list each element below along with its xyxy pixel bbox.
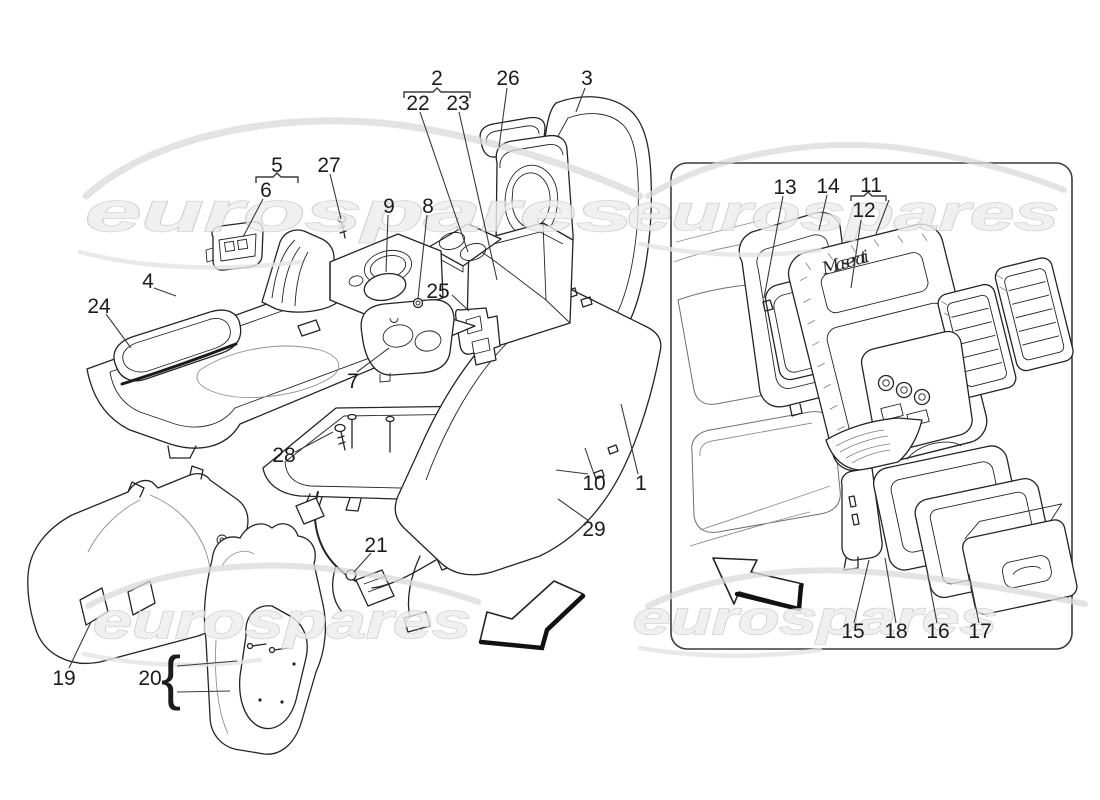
callout-18: 18: [884, 620, 907, 643]
disc-9: [363, 272, 407, 302]
part-bracket-15: [840, 467, 883, 571]
watermark-text-top-right: eurospares: [627, 185, 1059, 241]
armrest-pad-24: [113, 309, 242, 386]
part-cup-tray: [428, 223, 502, 273]
direction-arrow-main: [478, 580, 586, 651]
cupholder-7: [360, 299, 455, 383]
callout-12: 12: [852, 199, 875, 222]
callout-14: 14: [816, 175, 840, 198]
part-storage-bin: [454, 222, 574, 366]
watermark-layer: eurospares eurospares eurospares eurospa…: [77, 117, 1088, 668]
callout-5: 5: [271, 154, 283, 177]
callout-8: 8: [422, 195, 434, 218]
callout-1: 1: [635, 472, 647, 495]
gear-boot-5: [261, 229, 339, 313]
latch-25: [454, 307, 501, 366]
callout-6: 6: [260, 179, 272, 202]
callout-17: 17: [968, 620, 991, 643]
part-drawer-17: [962, 503, 1078, 615]
callout-29: 29: [582, 518, 605, 541]
callout-2: 2: [431, 67, 443, 90]
part-insulation-20: [203, 523, 357, 755]
callout-23: 23: [446, 92, 469, 115]
callout-19: 19: [52, 667, 75, 690]
callout-28: 28: [272, 444, 295, 467]
watermark-text-top-left: eurospares: [85, 180, 633, 243]
callout-24: 24: [87, 295, 111, 318]
part-console-body-1: [394, 283, 662, 633]
callout-11: 11: [860, 174, 882, 197]
callout-25: 25: [426, 280, 449, 303]
callout-3: 3: [581, 67, 593, 90]
part-wood-panel: [825, 417, 923, 471]
part-upper-console-cluster: [205, 215, 455, 383]
screw-28: [334, 423, 346, 451]
callout-15: 15: [841, 620, 864, 643]
callout-22: 22: [406, 92, 429, 115]
detail-box: Maserati: [670, 162, 1078, 650]
callout-7: 7: [347, 370, 359, 393]
callout-9: 9: [383, 195, 395, 218]
nut-8: [412, 297, 424, 309]
callout-4: 4: [142, 270, 154, 293]
callout-layer: { 1 2 3 4 5 6 7 8 9 10 11 12 13 14 15 16…: [52, 67, 991, 711]
callout-20-brace: {: [161, 644, 181, 711]
callout-27: 27: [317, 154, 340, 177]
screw-27: [337, 215, 347, 239]
callout-26: 26: [496, 67, 519, 90]
switch-plate-6: [205, 221, 264, 271]
callout-13: 13: [773, 176, 796, 199]
callout-20: 20: [138, 667, 161, 690]
callout-16: 16: [926, 620, 949, 643]
callout-10: 10: [582, 472, 605, 495]
direction-arrow-box: [712, 557, 804, 612]
callout-21: 21: [364, 534, 387, 557]
watermark-text-bottom-left: eurospares: [93, 593, 471, 649]
